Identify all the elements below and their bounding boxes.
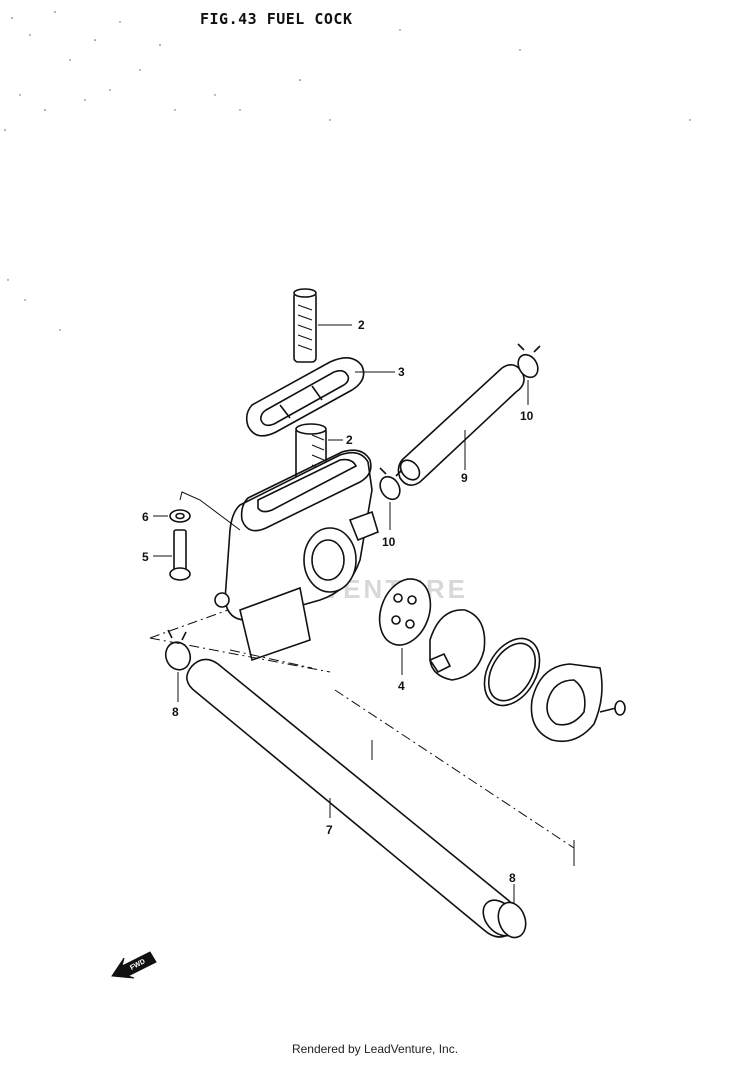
scan-noise bbox=[4, 11, 691, 331]
hose-clamp-8-upper bbox=[164, 629, 192, 671]
fuel-cock-body bbox=[214, 449, 379, 662]
callout-2-lower: 2 bbox=[346, 433, 353, 447]
hose-clamp-8-lower bbox=[497, 901, 527, 939]
callout-8-upper: 8 bbox=[172, 705, 179, 719]
callout-3: 3 bbox=[398, 365, 405, 379]
callout-8-lower: 8 bbox=[509, 871, 516, 885]
callout-7: 7 bbox=[326, 823, 333, 837]
screw-washer bbox=[169, 509, 191, 523]
forward-arrow-icon: FWD bbox=[111, 951, 157, 979]
hose-clamp-upper bbox=[517, 343, 541, 379]
callout-5: 5 bbox=[142, 550, 149, 564]
mounting-screw bbox=[169, 529, 191, 581]
fuel-cock-gasket bbox=[245, 357, 365, 437]
leader-line bbox=[179, 491, 241, 531]
fuel-hose-long bbox=[186, 658, 520, 938]
cover-plate bbox=[530, 663, 603, 743]
lever-housing bbox=[428, 609, 486, 681]
assembly-centerlines bbox=[149, 609, 575, 866]
upper-filter-screen bbox=[293, 288, 317, 363]
callout-9: 9 bbox=[461, 471, 468, 485]
callout-2-upper: 2 bbox=[358, 318, 365, 332]
callout-10-lower: 10 bbox=[382, 535, 396, 549]
cover-screw bbox=[599, 700, 626, 716]
callout-6: 6 bbox=[142, 510, 149, 524]
o-ring bbox=[483, 637, 541, 707]
hose-clamp-lower bbox=[379, 467, 403, 501]
callout-4: 4 bbox=[398, 679, 405, 693]
callout-10-upper: 10 bbox=[520, 409, 534, 423]
cock-plate bbox=[378, 578, 432, 646]
fuel-hose-short bbox=[397, 364, 525, 486]
render-credit: Rendered by LeadVenture, Inc. bbox=[291, 1042, 459, 1056]
figure-title: FIG.43 FUEL COCK bbox=[200, 10, 353, 28]
